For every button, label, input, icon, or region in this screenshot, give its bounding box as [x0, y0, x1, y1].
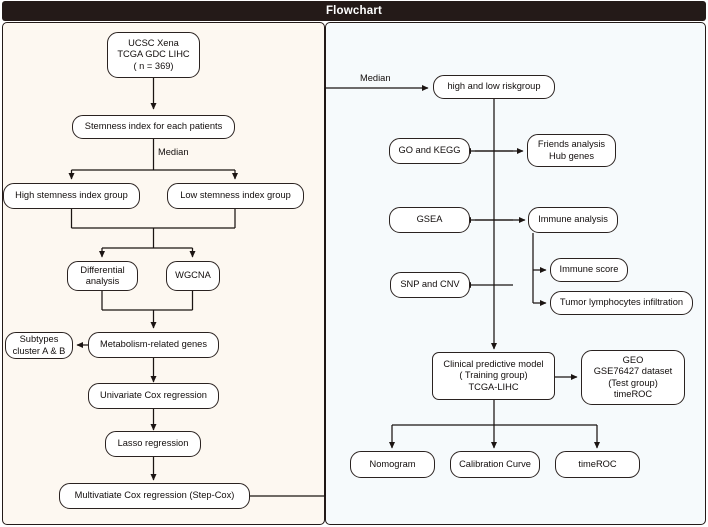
node-snp-and-cnv[interactable]: SNP and CNV [390, 272, 470, 298]
node-high-stemness-group[interactable]: High stemness index group [3, 183, 140, 209]
node-multivariate-cox-regression[interactable]: Multivatiate Cox regression (Step-Cox) [59, 483, 250, 509]
node-timeroc[interactable]: timeROC [555, 451, 640, 478]
node-low-stemness-group[interactable]: Low stemness index group [167, 183, 304, 209]
node-go-and-kegg[interactable]: GO and KEGG [389, 138, 470, 164]
node-tumor-lymphocytes-infiltration[interactable]: Tumor lymphocytes infiltration [550, 291, 693, 315]
node-wgcna[interactable]: WGCNA [166, 261, 220, 291]
node-calibration-curve[interactable]: Calibration Curve [450, 451, 540, 478]
node-immune-analysis[interactable]: Immune analysis [528, 207, 618, 233]
page-title: Flowchart [325, 5, 383, 17]
node-univariate-cox-regression[interactable]: Univariate Cox regression [88, 383, 219, 409]
node-immune-score[interactable]: Immune score [550, 258, 628, 282]
edge-label-median-right: Median [360, 73, 391, 83]
node-friends-analysis-hub-genes[interactable]: Friends analysis Hub genes [527, 134, 616, 167]
node-gsea[interactable]: GSEA [389, 207, 470, 233]
node-metabolism-related-genes[interactable]: Metabolism-related genes [88, 332, 219, 358]
node-ucsc-xena[interactable]: UCSC Xena TCGA GDC LIHC ( n = 369) [107, 32, 200, 78]
node-differential-analysis[interactable]: Differential analysis [67, 261, 138, 291]
node-stemness-index[interactable]: Stemness index for each patients [72, 115, 235, 139]
edge-label-median-left: Median [158, 147, 189, 157]
node-subtypes-cluster[interactable]: Subtypes cluster A & B [5, 332, 73, 359]
node-high-low-riskgroup[interactable]: high and low riskgroup [433, 75, 555, 99]
node-clinical-predictive-model[interactable]: Clinical predictive model ( Training gro… [432, 352, 555, 400]
node-nomogram[interactable]: Nomogram [350, 451, 435, 478]
node-geo-dataset[interactable]: GEO GSE76427 dataset (Test group) timeRO… [581, 350, 685, 405]
right-panel [325, 22, 706, 525]
title-bar: Flowchart [2, 1, 706, 21]
node-lasso-regression[interactable]: Lasso regression [105, 431, 201, 457]
